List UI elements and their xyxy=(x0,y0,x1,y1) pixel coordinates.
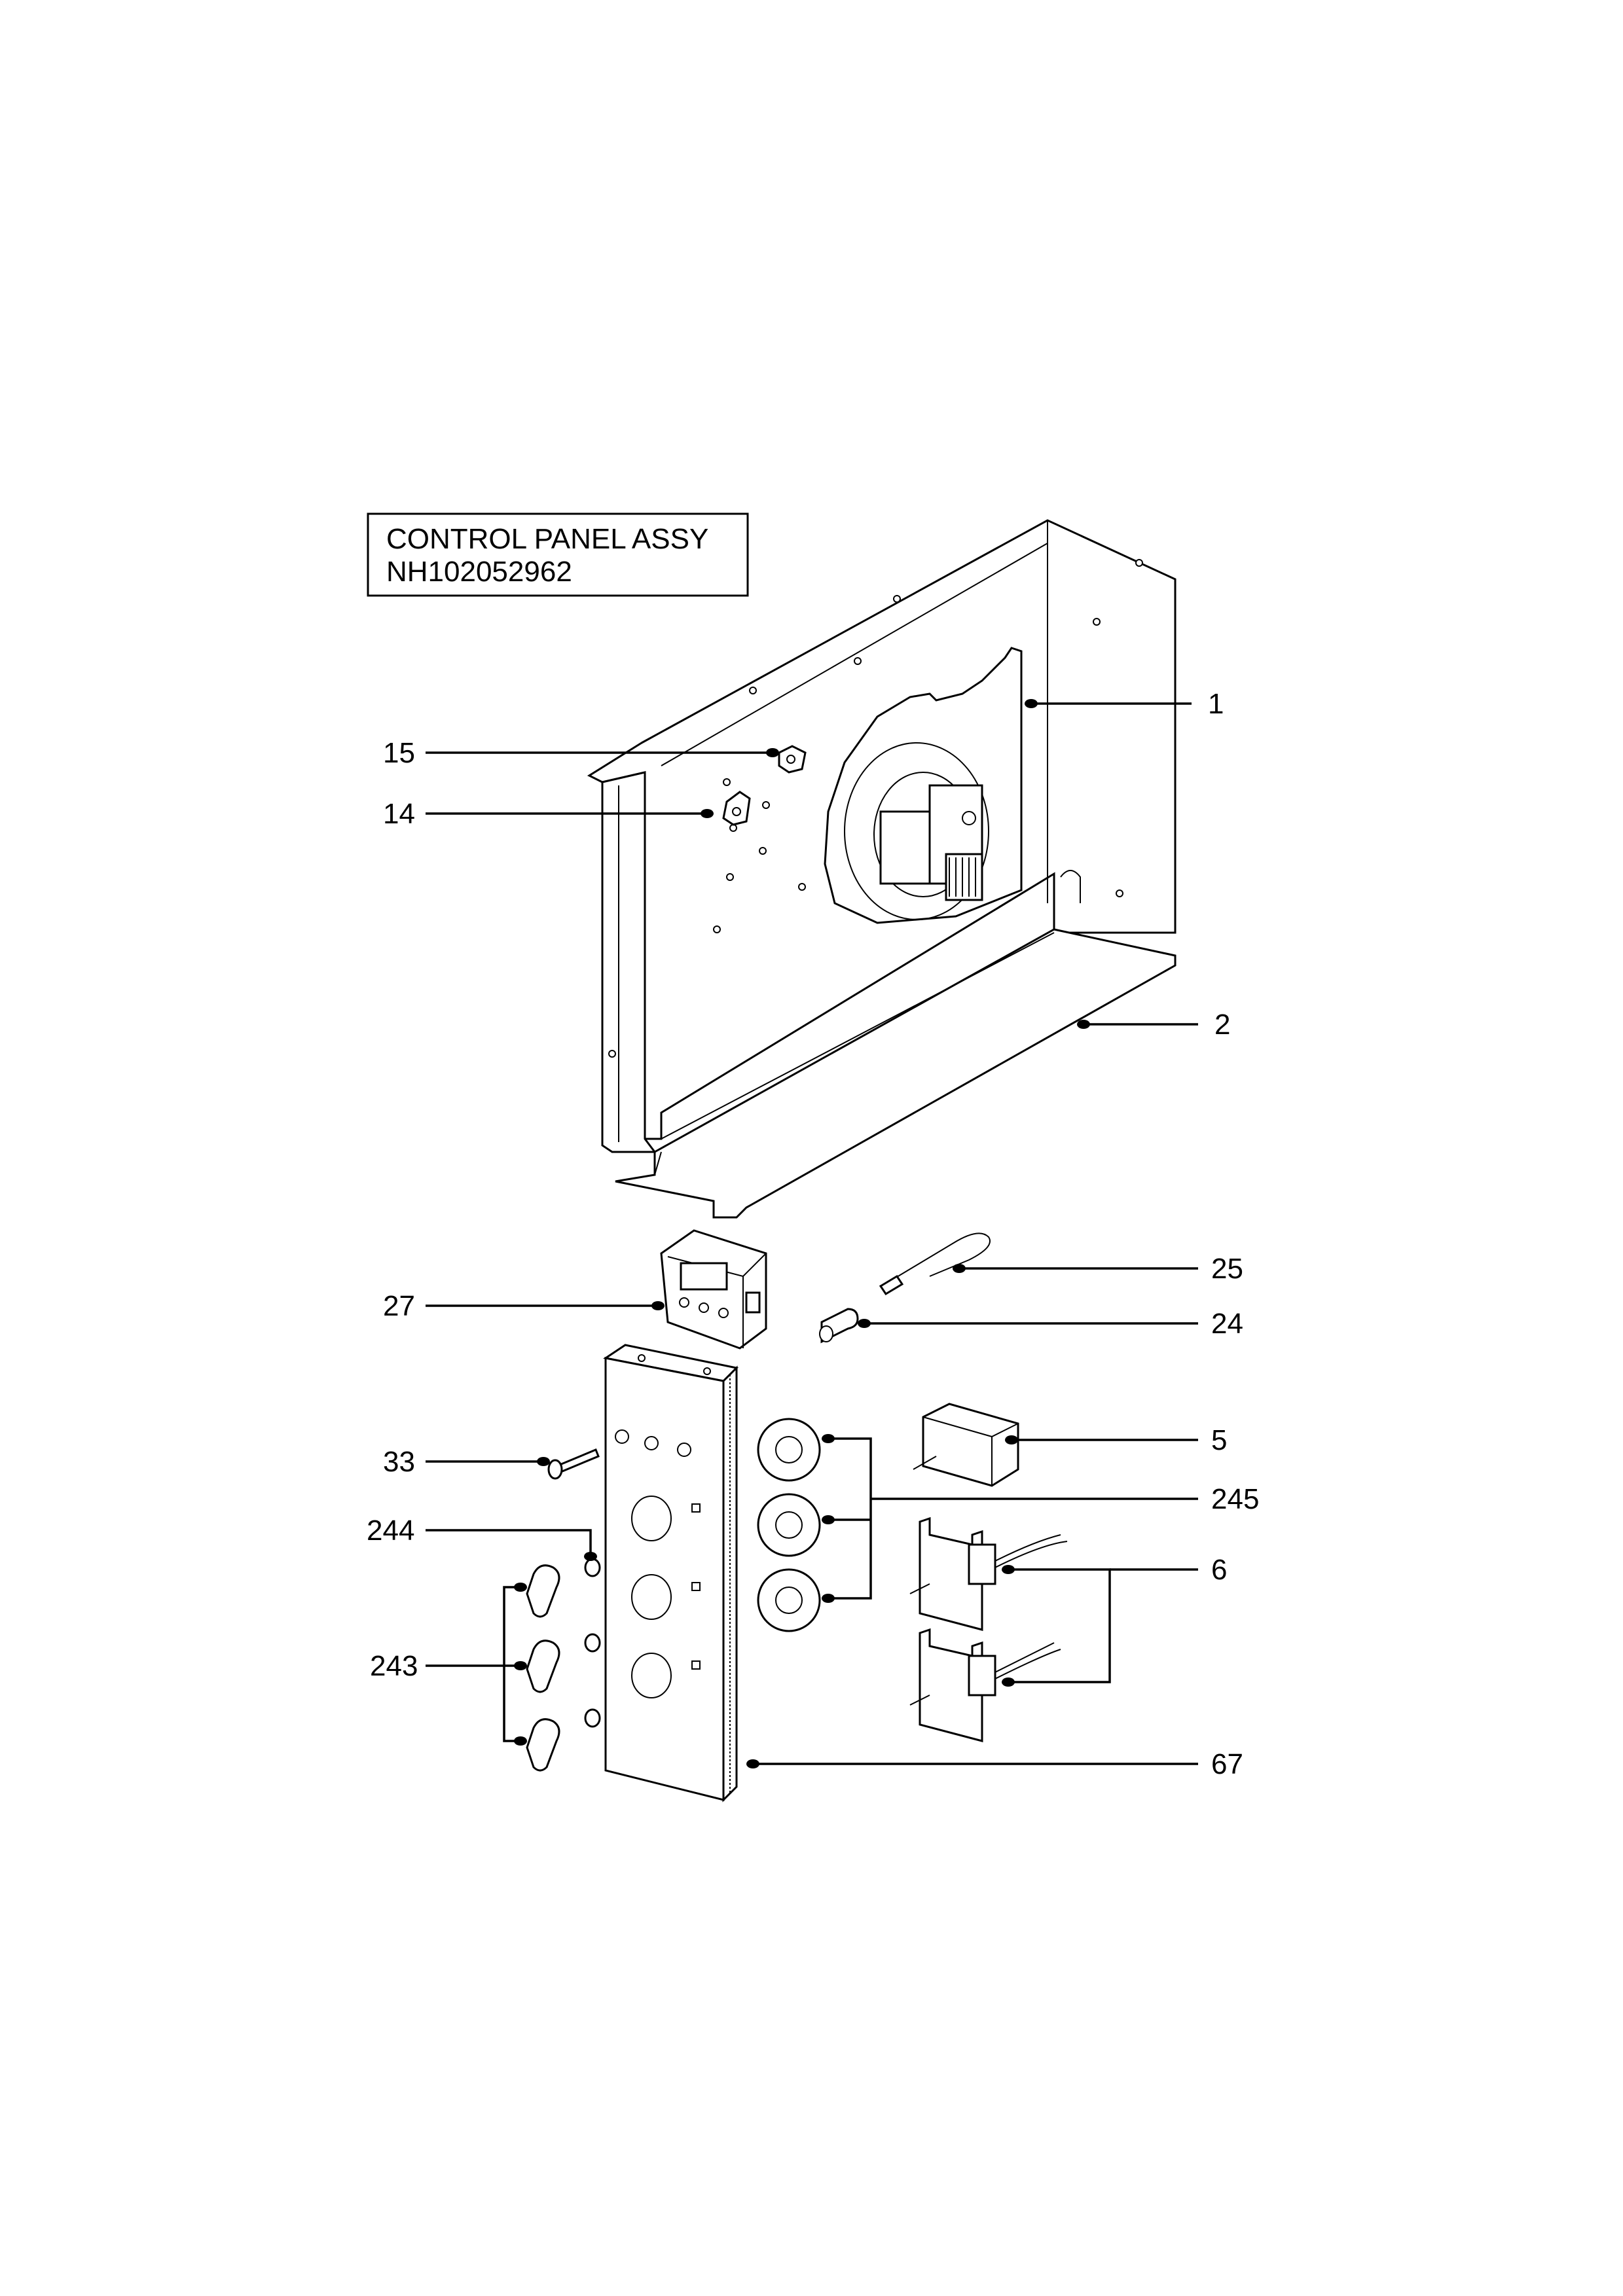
part-2-tray xyxy=(615,928,1176,1219)
leader-dot-244 xyxy=(584,1552,597,1561)
callout-14: 14 xyxy=(383,798,415,830)
part-245-dials xyxy=(757,1418,821,1632)
title-box: CONTROL PANEL ASSY NH102052962 xyxy=(367,512,749,597)
callout-2: 2 xyxy=(1214,1009,1230,1041)
leader-245-bracket xyxy=(828,1437,872,1600)
leader-dot-6-a xyxy=(1002,1565,1015,1574)
leader-dot-5 xyxy=(1005,1435,1018,1444)
leader-dot-243-a xyxy=(514,1583,527,1592)
part-243-knobs xyxy=(526,1564,560,1772)
leader-dot-14 xyxy=(701,809,714,818)
leader-dot-27 xyxy=(651,1301,665,1310)
part-244-spacers xyxy=(584,1558,601,1728)
callout-67: 67 xyxy=(1211,1748,1243,1780)
leader-6-bracket xyxy=(1008,1568,1111,1683)
callout-27: 27 xyxy=(383,1290,415,1322)
leader-dot-67 xyxy=(746,1759,759,1768)
callout-245: 245 xyxy=(1211,1483,1259,1515)
callout-24: 24 xyxy=(1211,1308,1243,1340)
title-frame xyxy=(367,512,749,597)
leader-dot-245-b xyxy=(822,1515,835,1524)
callouts: 1 15 14 2 25 27 24 5 33 xyxy=(367,688,1259,1780)
callout-15: 15 xyxy=(383,737,415,769)
part-14-bracket xyxy=(722,791,751,826)
fan-assembly xyxy=(824,647,1023,924)
leader-dot-2 xyxy=(1077,1020,1090,1029)
callout-25: 25 xyxy=(1211,1253,1243,1285)
part-15-bracket xyxy=(778,745,807,774)
leader-dot-1 xyxy=(1025,699,1038,708)
leader-dot-33 xyxy=(537,1457,550,1466)
part-5-switch xyxy=(913,1403,1019,1487)
callout-1: 1 xyxy=(1208,688,1224,720)
callout-244: 244 xyxy=(367,1515,414,1547)
leader-dot-245-c xyxy=(822,1594,835,1603)
leader-dot-24 xyxy=(858,1319,871,1328)
leader-dot-6-b xyxy=(1002,1677,1015,1687)
leader-dot-243-c xyxy=(514,1736,527,1746)
callout-5: 5 xyxy=(1211,1424,1227,1456)
leader-dot-245-a xyxy=(822,1434,835,1443)
leader-dot-15 xyxy=(766,748,779,757)
leader-243-bracket xyxy=(503,1586,520,1742)
title-line1: CONTROL PANEL ASSY xyxy=(386,523,708,555)
leader-244 xyxy=(426,1529,592,1556)
part-33-screw xyxy=(547,1448,600,1480)
leader-dot-25 xyxy=(953,1264,966,1273)
leader-dot-243-b xyxy=(514,1661,527,1670)
callout-243: 243 xyxy=(370,1650,418,1682)
callout-6: 6 xyxy=(1211,1554,1227,1586)
title-line2: NH102052962 xyxy=(386,556,572,588)
part-24-lamp xyxy=(819,1308,859,1344)
part-6-switches xyxy=(909,1516,1068,1742)
part-67-front-panel xyxy=(603,1344,739,1803)
callout-33: 33 xyxy=(383,1446,415,1478)
part-25-probe xyxy=(879,1232,991,1296)
part-27-timer xyxy=(660,1229,767,1350)
